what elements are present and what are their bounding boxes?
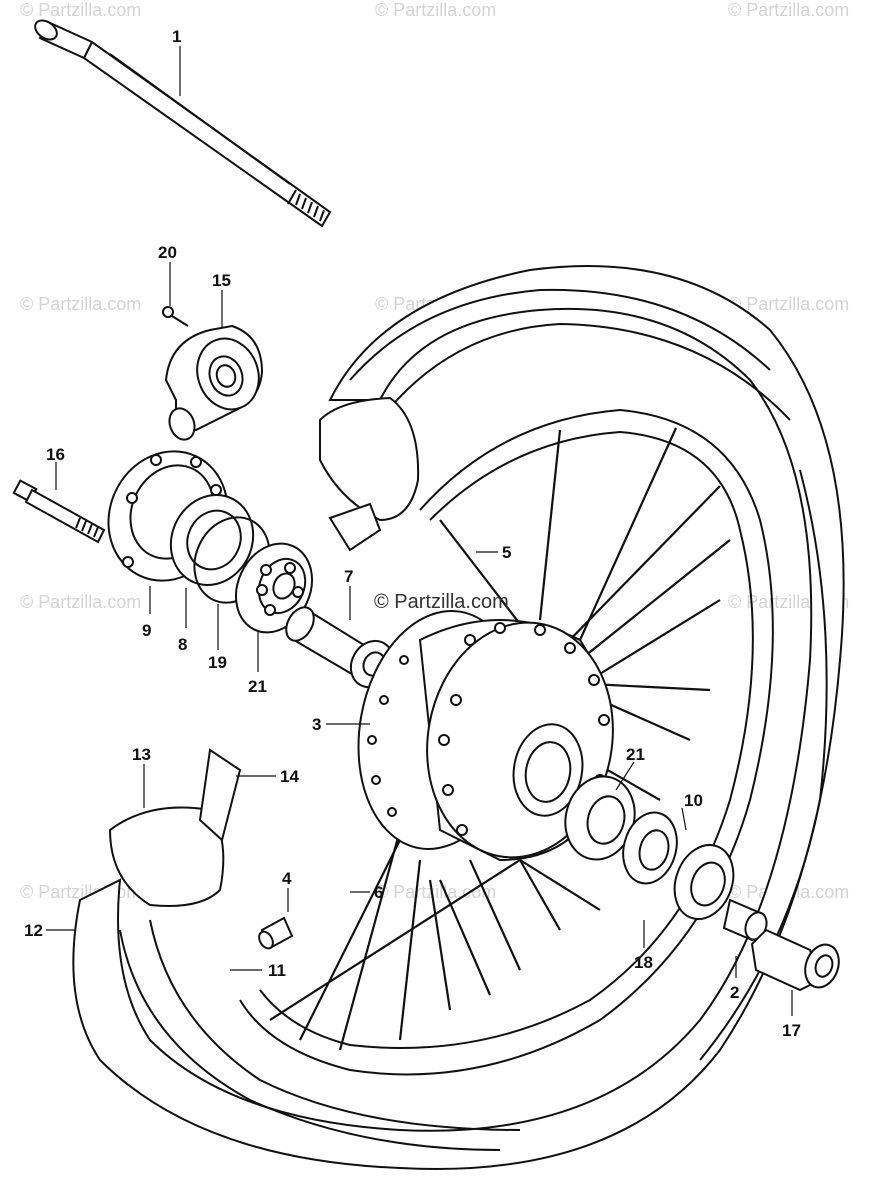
- callout-label: 4: [282, 869, 292, 888]
- axle: [34, 19, 332, 228]
- callout-label: 14: [280, 767, 299, 786]
- callout-label: 16: [46, 445, 65, 464]
- watermark: © Partzilla.com: [20, 0, 141, 20]
- bearing-right: [564, 775, 636, 861]
- hub: [357, 610, 614, 862]
- callout-label: 15: [212, 271, 231, 290]
- watermark: © Partzilla.com: [728, 0, 849, 20]
- bearing-retainer: [673, 844, 735, 920]
- screw: [162, 306, 189, 327]
- distance-collar: [285, 606, 395, 689]
- callout-label: 13: [132, 745, 151, 764]
- callout-label: 21: [626, 745, 645, 764]
- watermark: © Partzilla.com: [20, 294, 141, 314]
- callout-label: 12: [24, 921, 43, 940]
- callout-label: 18: [634, 953, 653, 972]
- callout-label: 17: [782, 1021, 801, 1040]
- axle-nut: [750, 928, 840, 992]
- callout-label: 20: [158, 243, 177, 262]
- callout-label: 9: [142, 621, 151, 640]
- side-collar: [722, 898, 768, 942]
- inner-tube: [108, 748, 242, 907]
- watermark: © Partzilla.com: [728, 294, 849, 314]
- watermark: © Partzilla.com: [375, 0, 496, 20]
- bearing-left: [235, 542, 313, 634]
- callout-labels: 1 20 15 16 9 8 19 21 7 5 3 13 14 21 10 4…: [24, 27, 801, 1040]
- callout-label: 6: [374, 883, 383, 902]
- callout-label: 8: [178, 635, 187, 654]
- valve-cap: [258, 916, 294, 950]
- callout-label: 5: [502, 543, 511, 562]
- leader-lines: [46, 46, 793, 1016]
- center-watermark: © Partzilla.com: [374, 591, 509, 613]
- callout-label: 21: [248, 677, 267, 696]
- callout-label: 3: [312, 715, 321, 734]
- spokes: [269, 427, 731, 1051]
- callout-label: 10: [684, 791, 703, 810]
- tire-and-rim: [72, 265, 845, 1170]
- bolt: [12, 479, 106, 544]
- callout-label: 2: [730, 983, 739, 1002]
- callout-label: 7: [344, 567, 353, 586]
- watermark: © Partzilla.com: [20, 592, 141, 612]
- watermark: © Partzilla.com: [375, 882, 496, 902]
- callout-label: 19: [208, 653, 227, 672]
- callout-label: 11: [268, 961, 286, 980]
- speedometer-gearbox: [164, 324, 264, 441]
- oil-seal: [622, 811, 678, 885]
- callout-label: 1: [172, 27, 181, 46]
